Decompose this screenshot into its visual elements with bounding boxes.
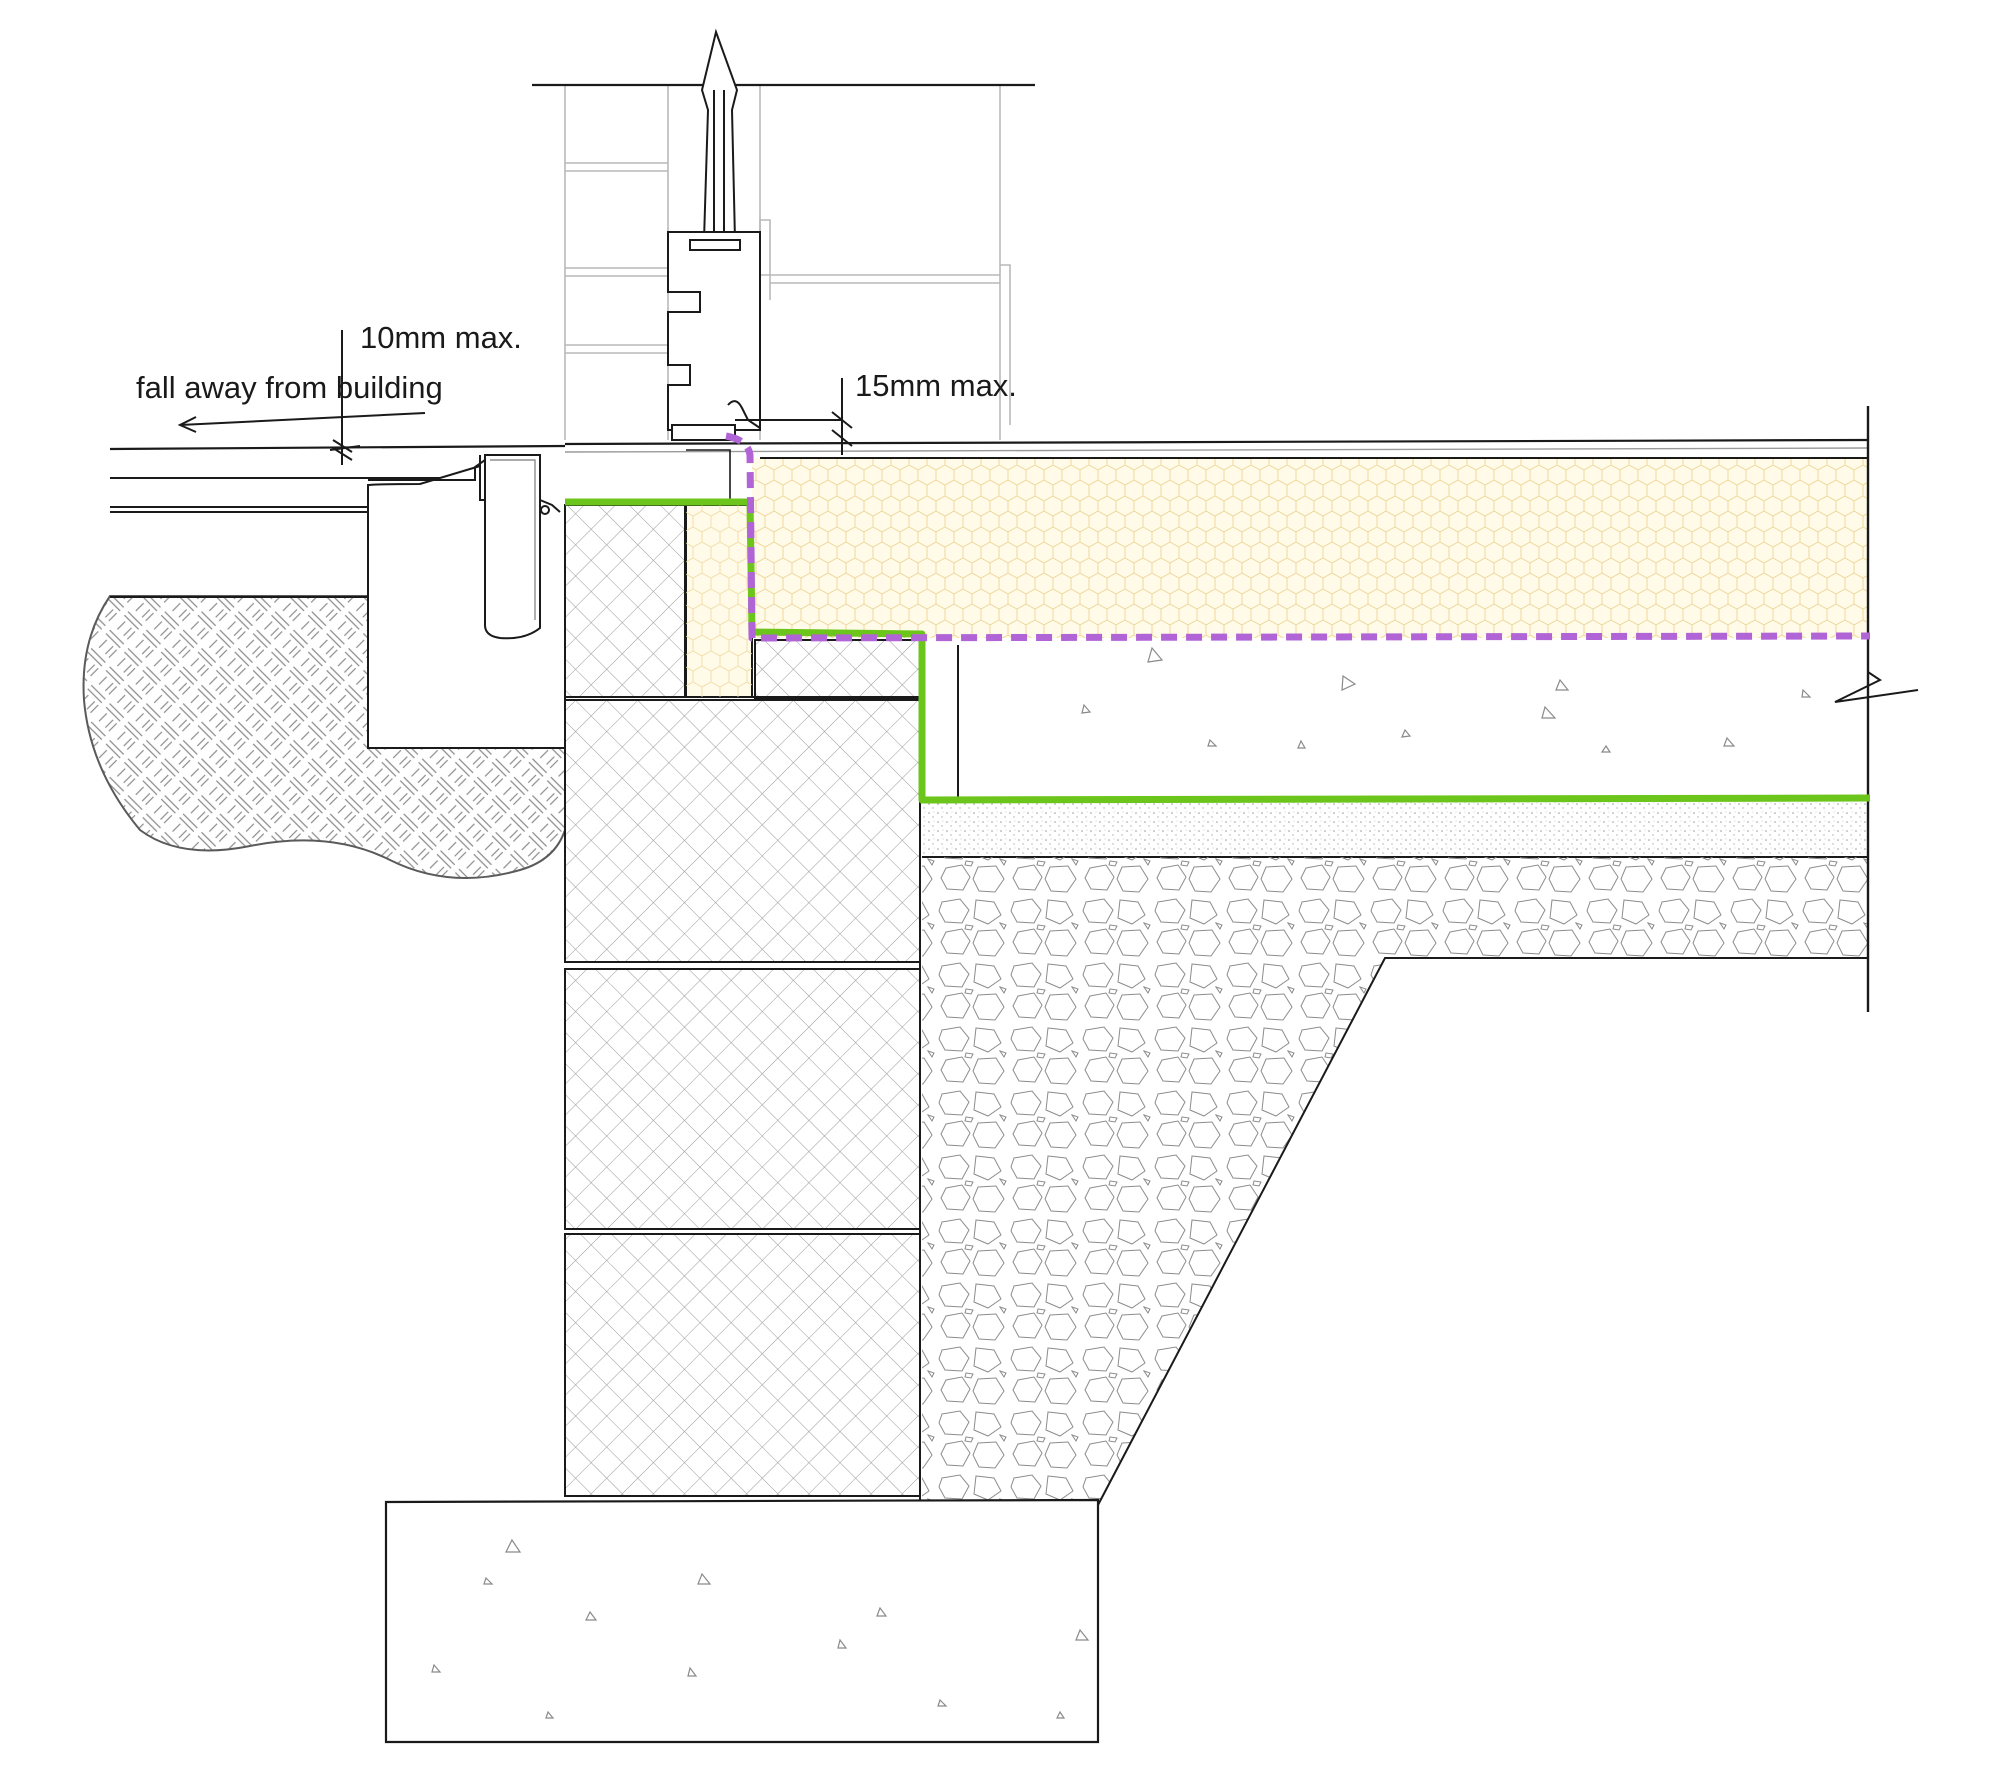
- brick-wall: [564, 85, 1011, 440]
- sand-blinding: [922, 800, 1868, 858]
- door-frame: [667, 28, 761, 441]
- cavity-insulation: [685, 449, 753, 698]
- dimension-10mm: [329, 330, 361, 465]
- strip-foundation: [384, 1498, 1100, 1744]
- concrete-blockwork: [564, 504, 921, 1497]
- dim-10mm-label: 10mm max.: [360, 320, 522, 355]
- fall-note-label: fall away from building: [136, 370, 443, 405]
- hardcore-fill: [919, 406, 1870, 1506]
- vapour-barrier-line: [725, 432, 1871, 642]
- fall-arrow: [177, 412, 426, 433]
- drainage-channel: [367, 454, 566, 749]
- damp-proof-membrane: [565, 498, 1871, 804]
- concrete-slab: [957, 640, 1919, 800]
- dim-15mm-label: 15mm max.: [855, 368, 1017, 403]
- dimension-15mm: [735, 378, 853, 455]
- floor-insulation: [752, 457, 1868, 638]
